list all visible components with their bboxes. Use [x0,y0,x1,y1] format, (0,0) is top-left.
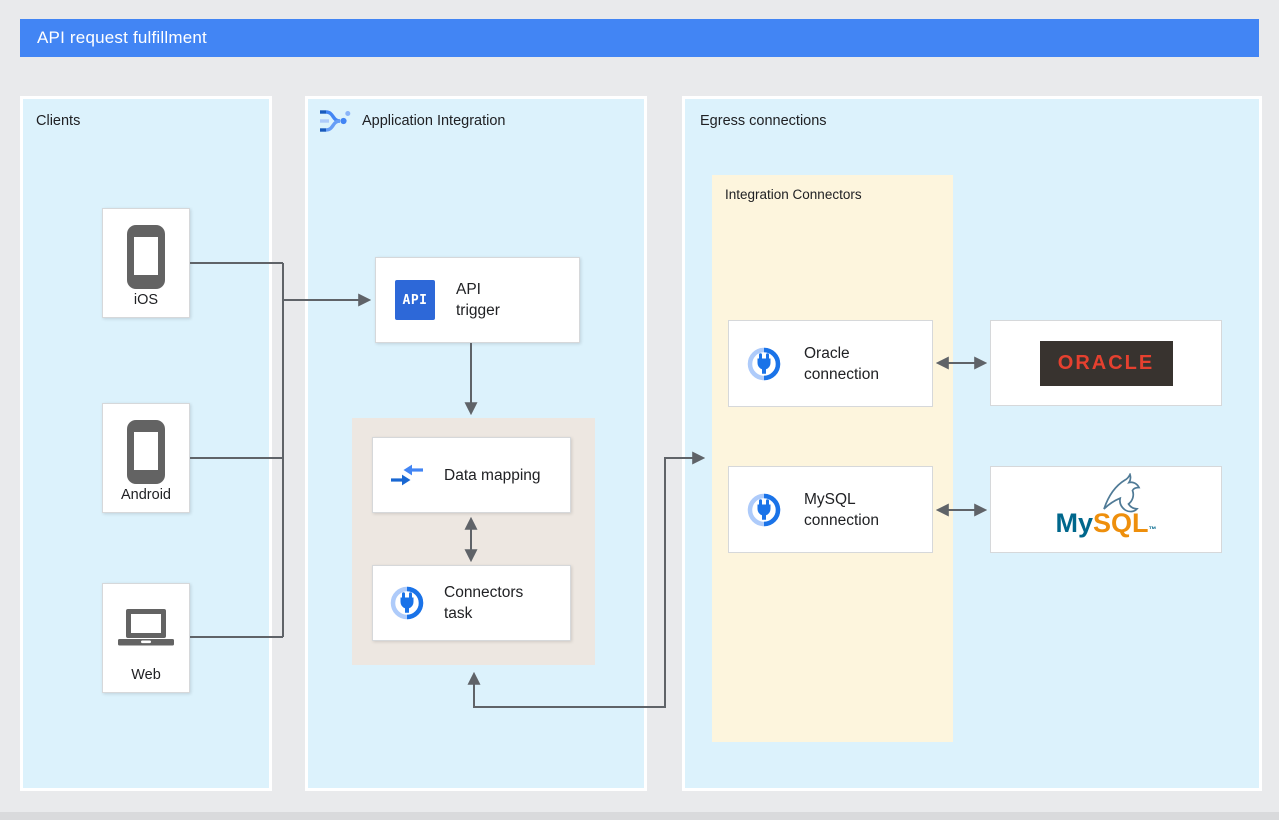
mysql-logo-text: MySQL™ [1055,508,1156,539]
connectors-icon [390,586,424,620]
mysql-logo-sql: SQL [1093,507,1149,538]
client-android-node: Android [102,403,190,513]
mysql-connection-label: MySQL connection [804,490,879,529]
bottom-edge-strip [0,812,1279,820]
diagram-title-bar: API request fulfillment [20,19,1259,57]
oracle-database-node: ORACLE [990,320,1222,406]
client-ios-label: iOS [133,292,159,308]
mysql-dolphin-icon [1103,472,1141,512]
client-web-node: Web [102,583,190,693]
application-integration-panel: Application Integration API API trigger … [305,96,647,791]
api-trigger-icon: API [395,280,435,320]
application-integration-title: Application Integration [362,113,506,129]
data-mapping-label: Data mapping [444,466,541,484]
client-ios-node: iOS [102,208,190,318]
oracle-connection-label: Oracle connection [804,344,879,383]
client-android-label: Android [121,487,171,503]
application-integration-icon [320,110,351,132]
api-trigger-label: API trigger [456,281,500,319]
oracle-logo-text: ORACLE [1057,351,1155,374]
clients-panel-title: Clients [36,113,81,129]
mysql-database-node: MySQL™ [990,466,1222,553]
oracle-connection-node: Oracle connection [728,320,933,407]
smartphone-icon [127,225,165,289]
integration-connectors-group: Integration Connectors Oracle connection [712,175,953,742]
mysql-logo: MySQL™ [1026,472,1186,547]
smartphone-icon [127,420,165,484]
connectors-icon [747,347,781,380]
integration-tasks-group: Data mapping Connectors task [352,418,595,665]
oracle-logo: ORACLE [1039,340,1173,386]
laptop-icon [118,609,174,646]
egress-connections-title: Egress connections [700,113,827,129]
connectors-task-node: Connectors task [372,565,571,641]
data-mapping-icon [391,464,423,486]
integration-connectors-title: Integration Connectors [725,187,862,202]
page-title: API request fulfillment [37,28,207,47]
client-web-label: Web [131,667,161,683]
application-integration-header: Application Integration [318,106,506,136]
egress-connections-panel: Egress connections Integration Connector… [682,96,1262,791]
mysql-trademark: ™ [1148,524,1157,534]
api-trigger-node: API API trigger [375,257,580,343]
connectors-task-label: Connectors task [444,584,524,622]
mysql-logo-my: My [1055,507,1093,538]
clients-panel: Clients iOS Android Web [20,96,272,791]
mysql-connection-node: MySQL connection [728,466,933,553]
api-icon-text: API [402,292,428,308]
data-mapping-node: Data mapping [372,437,571,513]
connectors-icon [747,493,781,526]
